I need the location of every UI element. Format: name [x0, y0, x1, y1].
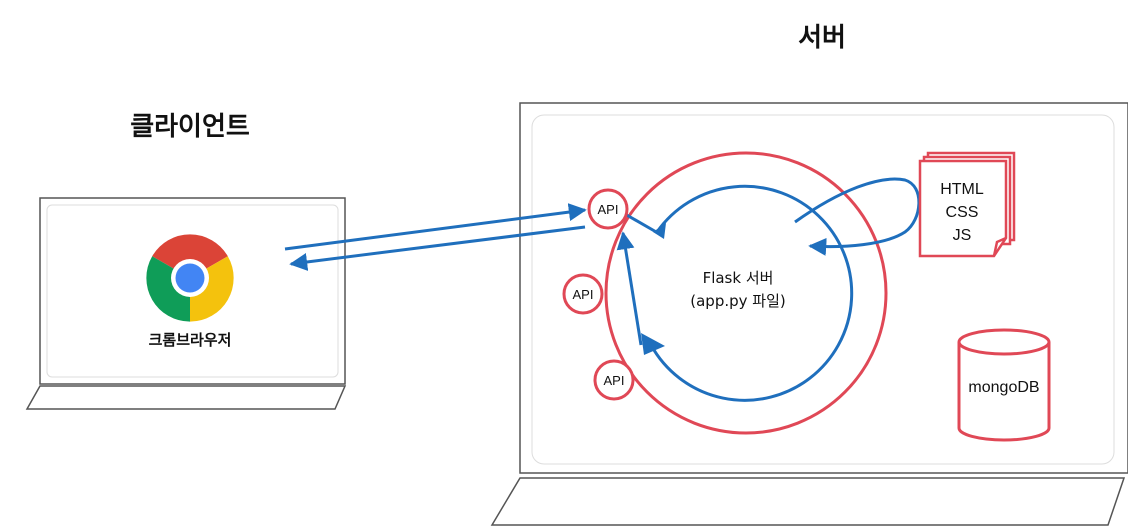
- flask-server-ring: [604, 151, 888, 435]
- loop-to-api-arrow: [616, 231, 643, 346]
- flask-label-line2: (app.py 파일): [690, 292, 785, 310]
- request-arrow: [284, 203, 587, 251]
- server-laptop-base: [490, 477, 1126, 526]
- file-html-label: HTML: [940, 181, 984, 198]
- file-css-label: CSS: [946, 204, 979, 221]
- files-render-loop: [794, 177, 921, 256]
- file-js-label: JS: [953, 227, 972, 244]
- database-cylinder-icon: [957, 328, 1051, 442]
- client-title: 클라이언트: [130, 112, 250, 142]
- browser-label: 크롬브라우저: [149, 331, 232, 349]
- flask-label-line1: Flask 서버: [703, 269, 774, 287]
- api-node-1: API: [587, 188, 629, 230]
- api-to-loop-line: [624, 212, 659, 235]
- api-node-3: API: [593, 359, 635, 401]
- request-loop-path: [649, 184, 854, 402]
- server-title: 서버: [798, 23, 846, 53]
- loop-arrowhead-bottom: [641, 333, 665, 355]
- api-node-2: API: [562, 273, 604, 315]
- response-arrow: [289, 225, 586, 271]
- api-label-3: API: [604, 373, 625, 388]
- api-label-1: API: [598, 202, 619, 217]
- client-laptop-base: [25, 385, 347, 410]
- document-stack-icon: [918, 151, 1016, 258]
- loop-arrowhead-top: [653, 223, 666, 239]
- database-label: mongoDB: [968, 379, 1039, 396]
- api-label-2: API: [573, 287, 594, 302]
- chrome-logo-icon: [146, 234, 234, 322]
